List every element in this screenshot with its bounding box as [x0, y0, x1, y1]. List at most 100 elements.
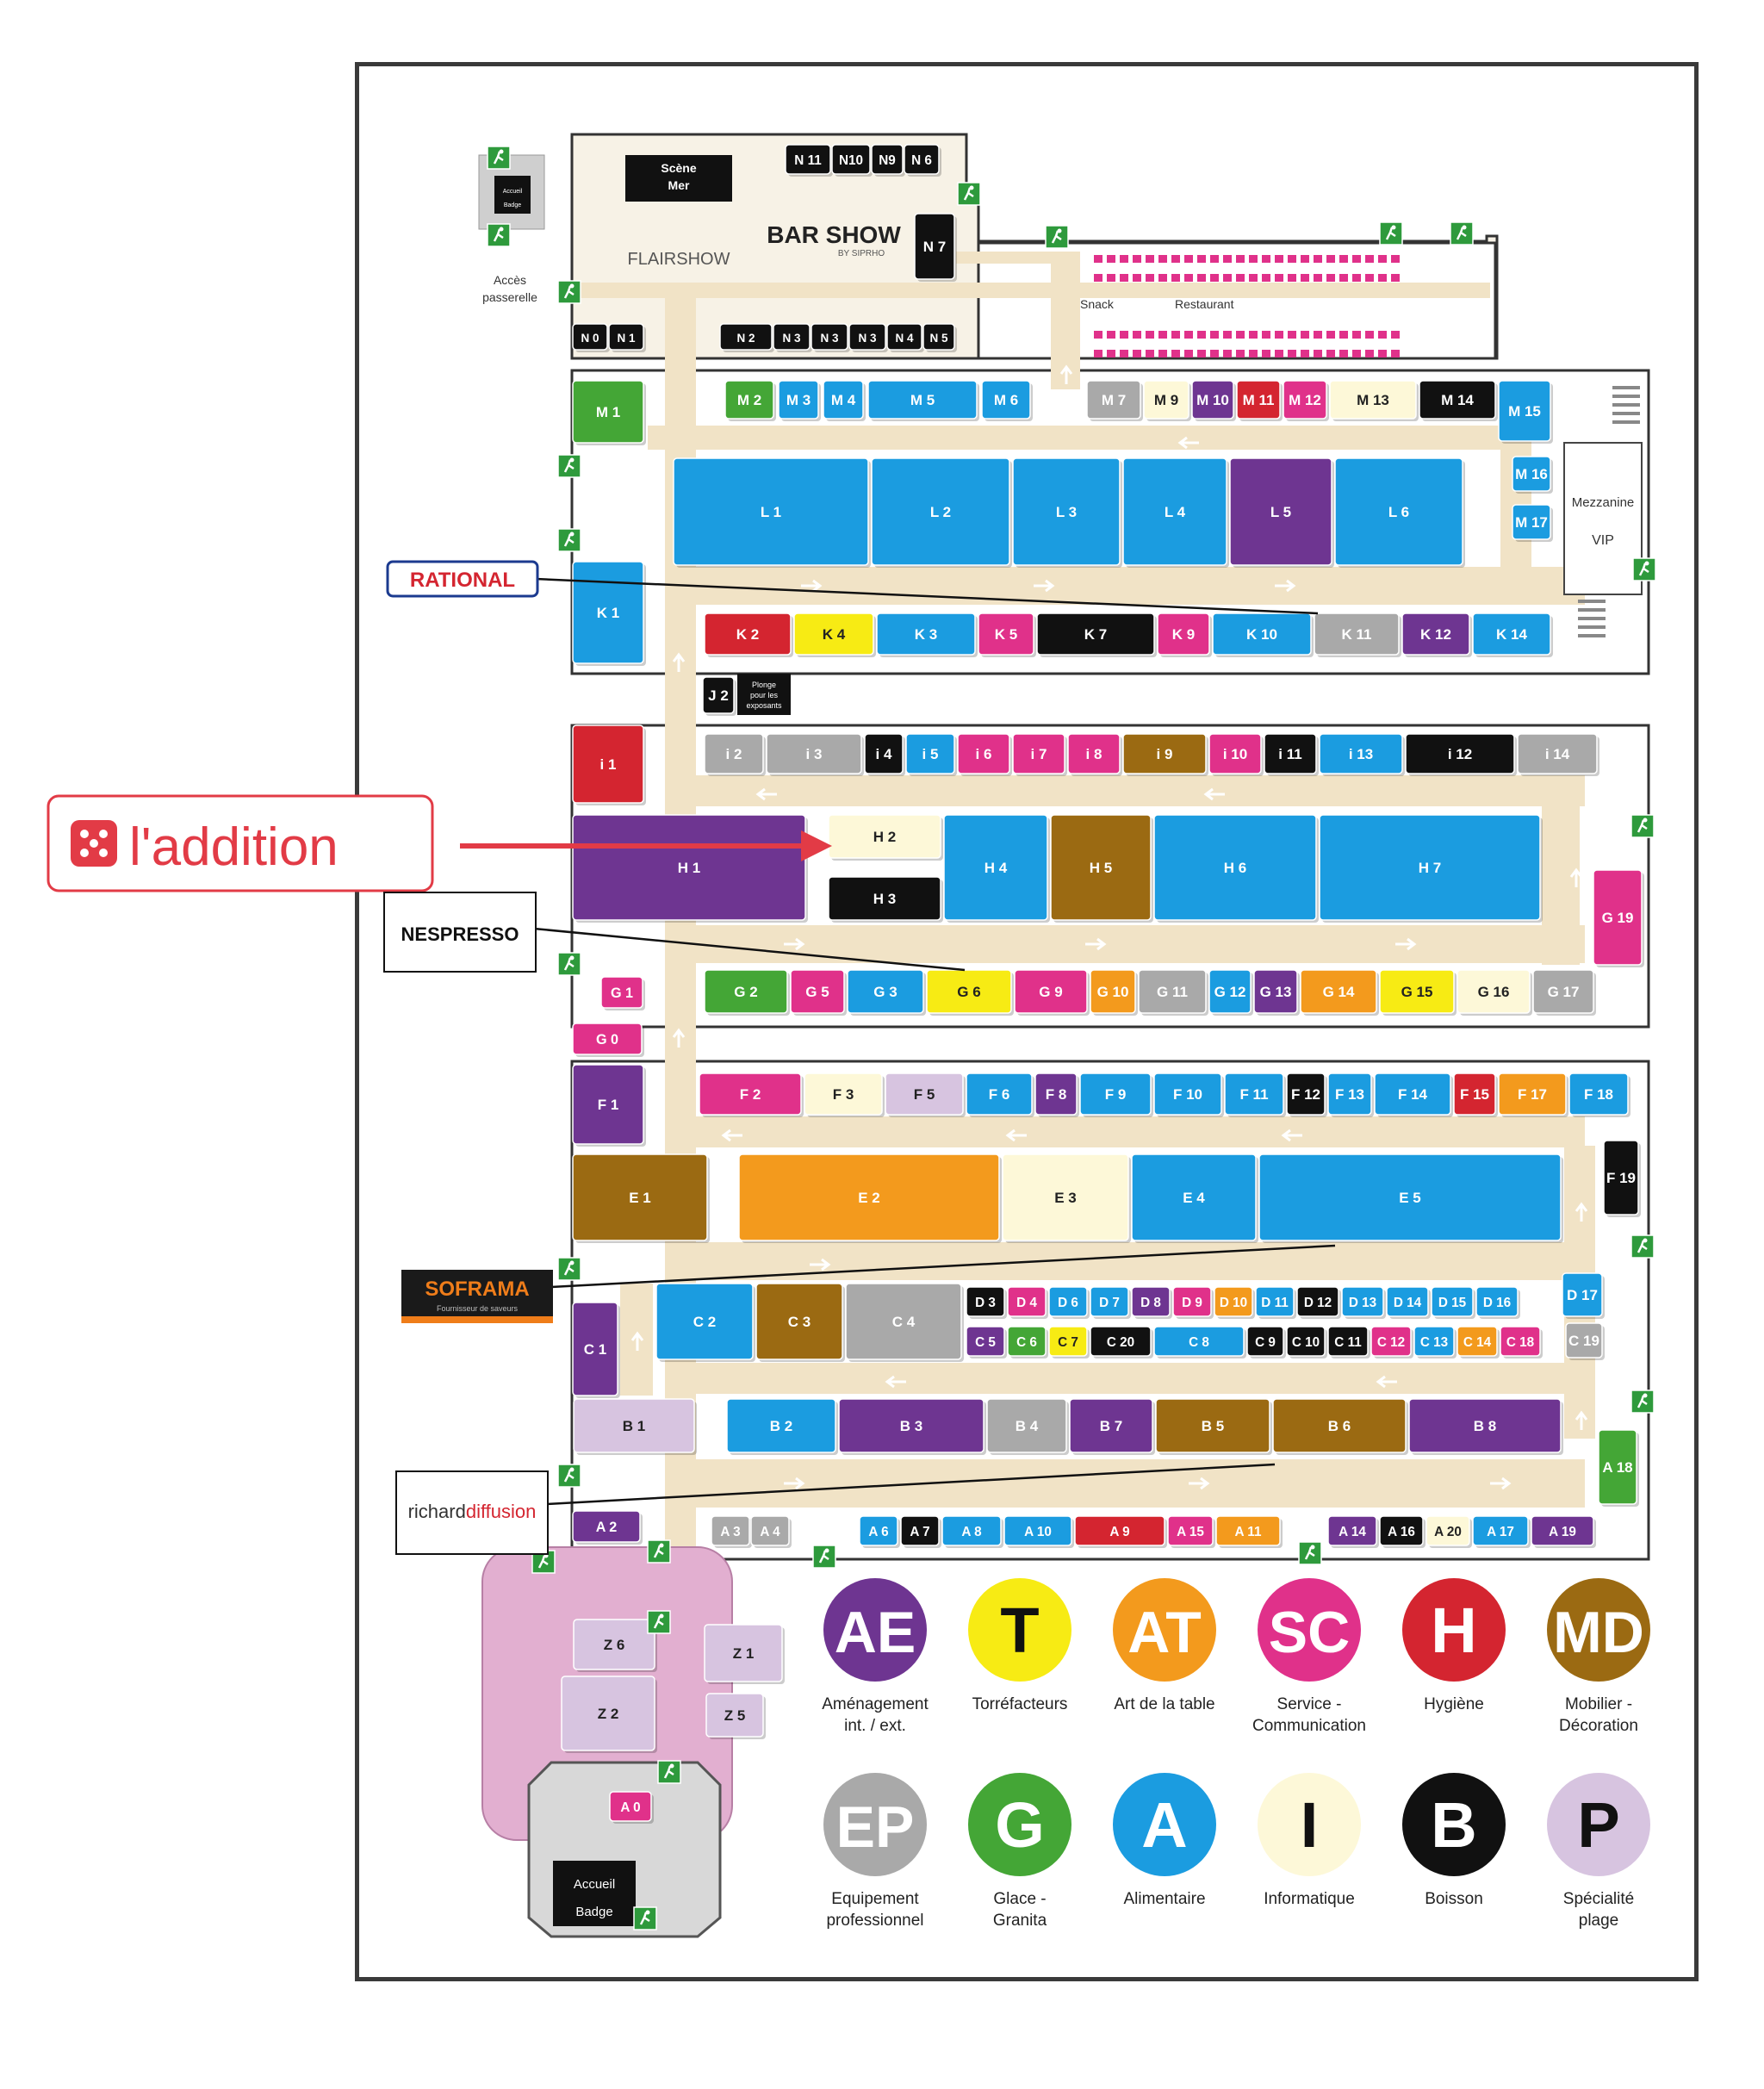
booth-a8[interactable]: A 8	[941, 1515, 1003, 1548]
booth-d7[interactable]: D 7	[1090, 1286, 1131, 1319]
booth-k14[interactable]: K 14	[1472, 612, 1553, 657]
booth-f3[interactable]: F 3	[804, 1072, 885, 1117]
booth-c5[interactable]: C 5	[966, 1326, 1007, 1358]
booth-m17[interactable]: M 17	[1512, 504, 1553, 542]
booth-h3[interactable]: H 3	[828, 876, 943, 923]
booth-i2[interactable]: i 2	[704, 733, 766, 776]
booth-k12[interactable]: K 12	[1401, 612, 1472, 657]
booth-h2[interactable]: H 2	[828, 814, 943, 861]
booth-g16[interactable]: G 16	[1457, 969, 1532, 1016]
booth-g0[interactable]: G 0	[572, 1023, 644, 1057]
booth-k11[interactable]: K 11	[1314, 612, 1401, 657]
booth-b5[interactable]: B 5	[1155, 1398, 1272, 1455]
booth-c1[interactable]: C 1	[572, 1302, 620, 1398]
booth-m11[interactable]: M 11	[1236, 380, 1283, 421]
booth-d12[interactable]: D 12	[1296, 1286, 1341, 1319]
booth-a4[interactable]: A 4	[750, 1515, 792, 1548]
booth-d4[interactable]: D 4	[1007, 1286, 1048, 1319]
booth-g10[interactable]: G 10	[1090, 969, 1138, 1016]
booth-a3[interactable]: A 3	[711, 1515, 752, 1548]
booth-m1[interactable]: M 1	[572, 380, 646, 445]
booth-d9[interactable]: D 9	[1172, 1286, 1214, 1319]
booth-b2[interactable]: B 2	[726, 1398, 838, 1455]
booth-h4[interactable]: H 4	[943, 814, 1050, 923]
booth-c20[interactable]: C 20	[1090, 1326, 1153, 1358]
booth-i10[interactable]: i 10	[1208, 733, 1264, 776]
booth-z5[interactable]: Z 5	[705, 1693, 766, 1739]
booth-e2[interactable]: E 2	[738, 1153, 1002, 1243]
booth-n11[interactable]: N 11	[785, 144, 833, 177]
booth-g11[interactable]: G 11	[1138, 969, 1208, 1016]
booth-b4[interactable]: B 4	[986, 1398, 1069, 1455]
booth-l6[interactable]: L 6	[1334, 457, 1465, 568]
booth-e4[interactable]: E 4	[1131, 1153, 1258, 1243]
booth-i13[interactable]: i 13	[1319, 733, 1405, 776]
booth-f19[interactable]: F 19	[1603, 1140, 1641, 1217]
booth-m10[interactable]: M 10	[1191, 380, 1236, 421]
booth-m5[interactable]: M 5	[867, 380, 979, 421]
booth-f8[interactable]: F 8	[1034, 1072, 1079, 1117]
booth-a16[interactable]: A 16	[1379, 1515, 1425, 1548]
booth-l3[interactable]: L 3	[1012, 457, 1122, 568]
booth-c6[interactable]: C 6	[1007, 1326, 1048, 1358]
booth-n9[interactable]: N9	[871, 144, 905, 177]
booth-f14[interactable]: F 14	[1374, 1072, 1453, 1117]
booth-n3[interactable]: N 3	[848, 323, 888, 352]
booth-f13[interactable]: F 13	[1327, 1072, 1374, 1117]
booth-g19[interactable]: G 19	[1593, 869, 1644, 967]
booth-i7[interactable]: i 7	[1012, 733, 1067, 776]
booth-g12[interactable]: G 12	[1208, 969, 1253, 1016]
booth-n10[interactable]: N10	[831, 144, 873, 177]
booth-h5[interactable]: H 5	[1050, 814, 1153, 923]
booth-a0[interactable]: A 0	[609, 1791, 654, 1824]
booth-m6[interactable]: M 6	[981, 380, 1033, 421]
booth-k9[interactable]: K 9	[1157, 612, 1212, 657]
booth-a18[interactable]: A 18	[1598, 1429, 1639, 1507]
booth-f1[interactable]: F 1	[572, 1064, 646, 1147]
booth-m4[interactable]: M 4	[823, 380, 866, 421]
booth-m13[interactable]: M 13	[1329, 380, 1419, 421]
booth-g14[interactable]: G 14	[1300, 969, 1379, 1016]
booth-c3[interactable]: C 3	[755, 1283, 845, 1362]
booth-c9[interactable]: C 9	[1246, 1326, 1286, 1358]
booth-i5[interactable]: i 5	[905, 733, 957, 776]
booth-m7[interactable]: M 7	[1086, 380, 1143, 421]
booth-c19[interactable]: C 19	[1565, 1322, 1605, 1360]
booth-j2[interactable]: J 2	[702, 676, 736, 716]
booth-f10[interactable]: F 10	[1153, 1072, 1224, 1117]
sponsor-richard-diffusion[interactable]: richarddiffusion	[395, 1470, 549, 1555]
booth-k10[interactable]: K 10	[1212, 612, 1314, 657]
booth-d6[interactable]: D 6	[1048, 1286, 1090, 1319]
booth-a2[interactable]: A 2	[572, 1510, 643, 1545]
booth-m15[interactable]: M 15	[1498, 380, 1553, 444]
booth-c11[interactable]: C 11	[1327, 1326, 1370, 1358]
sponsor-rational[interactable]: RATIONAL	[386, 560, 539, 598]
booth-a15[interactable]: A 15	[1167, 1515, 1215, 1548]
booth-b6[interactable]: B 6	[1272, 1398, 1408, 1455]
booth-f18[interactable]: F 18	[1568, 1072, 1630, 1117]
booth-g13[interactable]: G 13	[1253, 969, 1300, 1016]
booth-g17[interactable]: G 17	[1532, 969, 1596, 1016]
booth-e3[interactable]: E 3	[1002, 1153, 1131, 1243]
booth-c14[interactable]: C 14	[1457, 1326, 1500, 1358]
booth-d10[interactable]: D 10	[1214, 1286, 1255, 1319]
booth-m14[interactable]: M 14	[1419, 380, 1498, 421]
booth-c12[interactable]: C 12	[1370, 1326, 1413, 1358]
booth-k4[interactable]: K 4	[793, 612, 876, 657]
booth-m3[interactable]: M 3	[778, 380, 821, 421]
booth-i11[interactable]: i 11	[1264, 733, 1319, 776]
booth-a7[interactable]: A 7	[900, 1515, 941, 1548]
booth-g9[interactable]: G 9	[1014, 969, 1090, 1016]
booth-d15[interactable]: D 15	[1431, 1286, 1475, 1319]
booth-m16[interactable]: M 16	[1512, 456, 1553, 494]
booth-l5[interactable]: L 5	[1229, 457, 1334, 568]
booth-b1[interactable]: B 1	[573, 1398, 697, 1455]
booth-d11[interactable]: D 11	[1255, 1286, 1296, 1319]
booth-n3[interactable]: N 3	[811, 323, 850, 352]
booth-d8[interactable]: D 8	[1131, 1286, 1172, 1319]
sponsor-nespresso[interactable]: NESPRESSO	[383, 892, 537, 973]
booth-a14[interactable]: A 14	[1327, 1515, 1379, 1548]
booth-k1[interactable]: K 1	[572, 561, 646, 666]
booth-f11[interactable]: F 11	[1224, 1072, 1286, 1117]
booth-i6[interactable]: i 6	[957, 733, 1012, 776]
